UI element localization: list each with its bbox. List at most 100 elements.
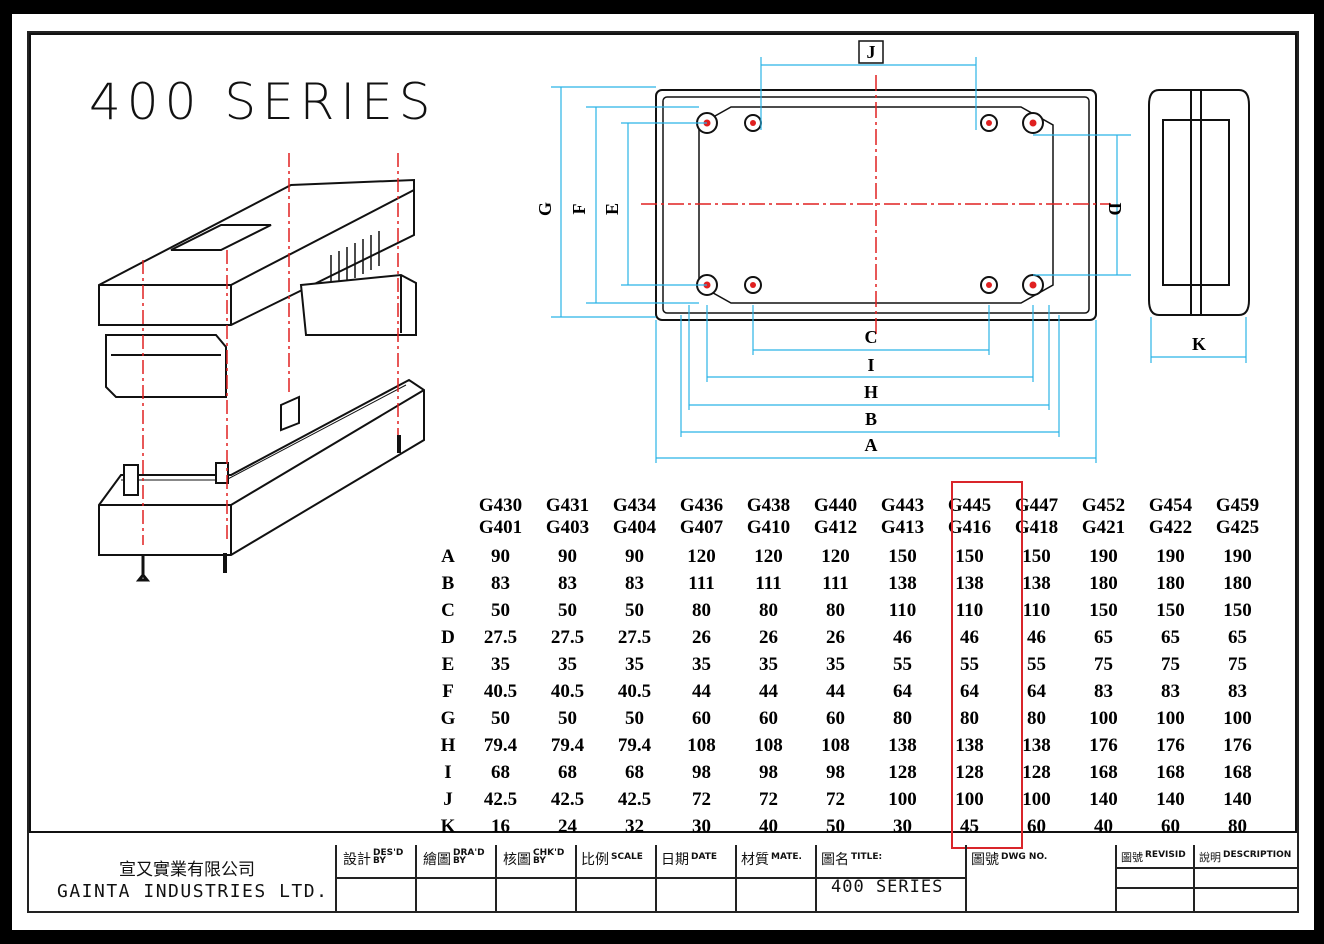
table-cell: 100 xyxy=(1089,707,1118,729)
table-cell: 108 xyxy=(754,734,783,756)
table-cell: 108 xyxy=(687,734,716,756)
table-cell: 44 xyxy=(759,680,778,702)
table-cell: 190 xyxy=(1156,545,1185,567)
table-cell: 75 xyxy=(1161,653,1180,675)
table-cell: 50 xyxy=(625,599,644,621)
row-label: J xyxy=(443,788,453,810)
row-label: B xyxy=(441,572,455,594)
table-cell: 108 xyxy=(821,734,850,756)
table-cell: 100 xyxy=(955,788,984,810)
table-cell: 26 xyxy=(826,626,845,648)
table-cell: 46 xyxy=(893,626,912,648)
table-cell: 40.5 xyxy=(550,680,585,702)
table-cell: 65 xyxy=(1228,626,1247,648)
dim-label-h: H xyxy=(864,382,878,402)
dimension-letters: J G F E D C I H B A K xyxy=(535,40,1206,455)
table-cell: 50 xyxy=(558,599,577,621)
table-cell: 55 xyxy=(960,653,979,675)
table-cell: 68 xyxy=(625,761,644,783)
table-cell: 72 xyxy=(692,788,711,810)
table-cell: 98 xyxy=(692,761,711,783)
table-cell: 138 xyxy=(888,734,917,756)
table-cell: 40 xyxy=(1094,815,1113,837)
table-cell: 90 xyxy=(558,545,577,567)
revision-divider-2 xyxy=(1115,887,1297,889)
table-cell: 180 xyxy=(1156,572,1185,594)
sheet-title: 400 SERIES xyxy=(89,73,437,131)
table-cell: 83 xyxy=(1228,680,1247,702)
table-cell: 176 xyxy=(1089,734,1118,756)
table-cell: 64 xyxy=(1027,680,1046,702)
table-cell: 150 xyxy=(1089,599,1118,621)
dim-label-i: I xyxy=(867,355,874,375)
dim-label-b: B xyxy=(865,409,877,429)
table-cell: 35 xyxy=(625,653,644,675)
table-cell: 46 xyxy=(1027,626,1046,648)
table-cell: 100 xyxy=(888,788,917,810)
table-cell: 79.4 xyxy=(483,734,518,756)
table-cell: 83 xyxy=(625,572,644,594)
table-cell: 111 xyxy=(822,572,849,594)
dim-label-j: J xyxy=(867,42,876,62)
dim-label-e: E xyxy=(602,203,622,215)
table-cell: 140 xyxy=(1089,788,1118,810)
table-cell: 44 xyxy=(692,680,711,702)
table-cell: 150 xyxy=(1022,545,1051,567)
table-cell: 35 xyxy=(759,653,778,675)
table-cell: 75 xyxy=(1228,653,1247,675)
table-cell: 27.5 xyxy=(550,626,585,648)
table-cell: 35 xyxy=(491,653,510,675)
table-cell: 40.5 xyxy=(617,680,652,702)
table-cell: 40 xyxy=(759,815,778,837)
table-cell: 138 xyxy=(1022,734,1051,756)
table-cell: 128 xyxy=(955,761,984,783)
table-cell: 138 xyxy=(888,572,917,594)
table-cell: 176 xyxy=(1156,734,1185,756)
table-cell: 42.5 xyxy=(550,788,585,810)
table-cell: 168 xyxy=(1223,761,1252,783)
table-cell: 83 xyxy=(1094,680,1113,702)
table-cell: 190 xyxy=(1223,545,1252,567)
table-cell: 80 xyxy=(960,707,979,729)
table-cell: 64 xyxy=(893,680,912,702)
table-cell: 64 xyxy=(960,680,979,702)
dim-label-g: G xyxy=(535,202,555,216)
table-cell: 65 xyxy=(1161,626,1180,648)
dim-label-k: K xyxy=(1192,334,1206,354)
row-label: I xyxy=(444,761,452,783)
table-cell: 75 xyxy=(1094,653,1113,675)
table-cell: 50 xyxy=(491,599,510,621)
table-cell: 50 xyxy=(826,815,845,837)
table-cell: 110 xyxy=(1022,599,1051,621)
company-name-chinese: 宣又實業有限公司 xyxy=(119,860,255,880)
row-label: A xyxy=(441,545,455,567)
title-value: 400 SERIES xyxy=(831,877,944,897)
table-cell: 83 xyxy=(1161,680,1180,702)
table-cell: 138 xyxy=(955,734,984,756)
company-name-english: GAINTA INDUSTRIES LTD. xyxy=(57,881,329,902)
table-cell: 42.5 xyxy=(483,788,518,810)
row-label: D xyxy=(441,626,455,648)
table-cell: 80 xyxy=(759,599,778,621)
table-cell: 35 xyxy=(692,653,711,675)
table-cell: 168 xyxy=(1156,761,1185,783)
table-cell: 60 xyxy=(759,707,778,729)
table-cell: 110 xyxy=(888,599,917,621)
table-cell: 80 xyxy=(692,599,711,621)
table-cell: 55 xyxy=(1027,653,1046,675)
table-cell: 100 xyxy=(1022,788,1051,810)
